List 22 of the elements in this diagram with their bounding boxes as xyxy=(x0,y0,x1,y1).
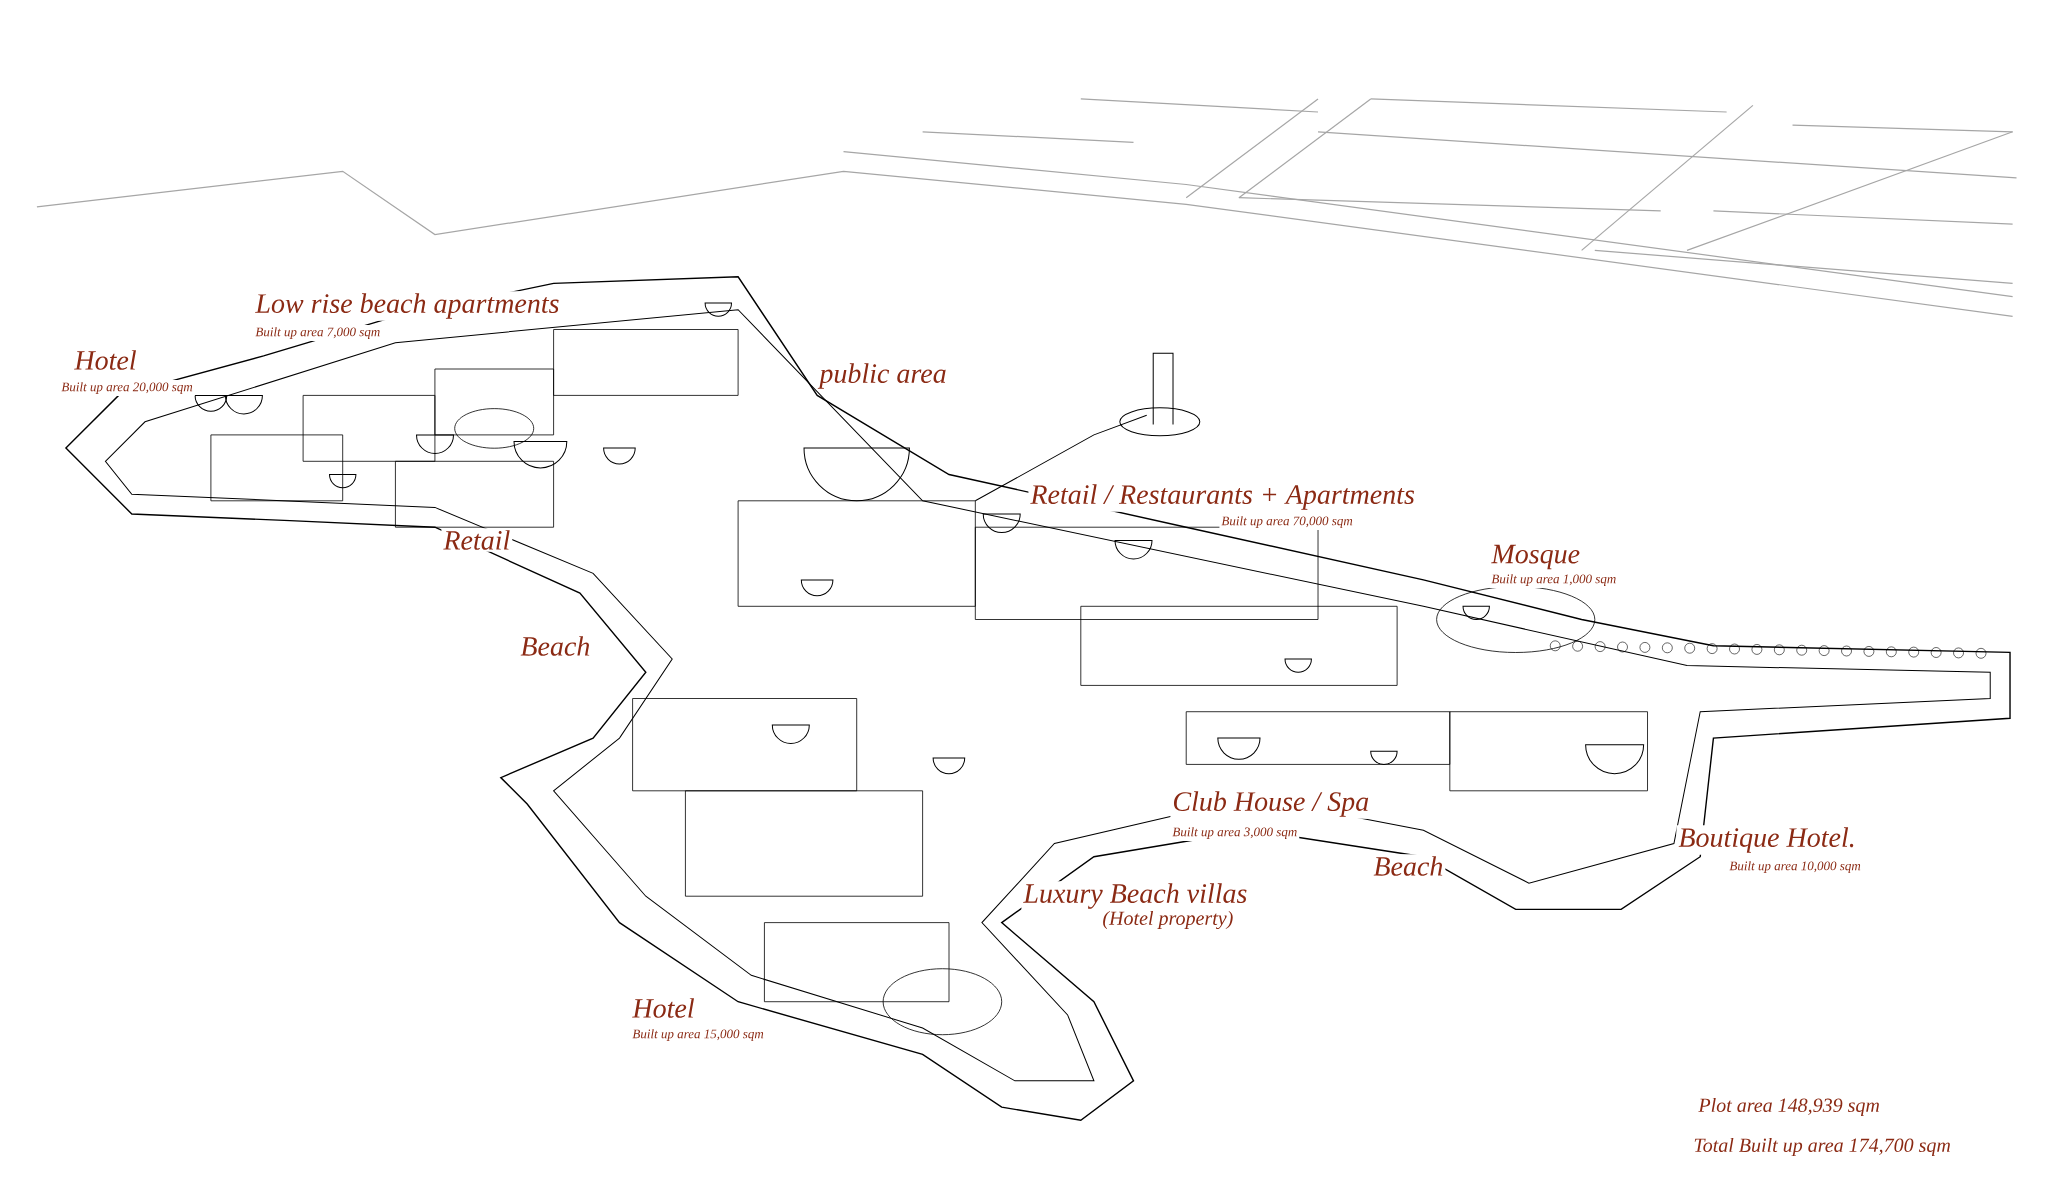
note-text: (Hotel property) xyxy=(1100,908,1236,932)
area-label: Hotel xyxy=(72,348,139,372)
area-size-text: Built up area 10,000 sqm xyxy=(1727,859,1863,875)
area-label: public area xyxy=(817,361,949,391)
area-size-text: Built up area 3,000 sqm xyxy=(1170,825,1300,841)
area-label: Low rise beach apartments xyxy=(253,291,562,321)
area-label: Beach xyxy=(518,634,593,658)
area-size-text: Built up area 1,000 sqm xyxy=(1489,572,1619,588)
area-size-text: Built up area 7,000 sqm xyxy=(253,325,383,341)
area-size-text: Built up area 20,000 sqm xyxy=(59,380,195,396)
area-label: Luxury Beach villas xyxy=(1021,881,1250,911)
area-label: Retail xyxy=(441,528,513,552)
area-label: Retail / Restaurants + Apartments xyxy=(1028,482,1417,512)
area-label: Mosque xyxy=(1489,542,1583,572)
area-label: Hotel xyxy=(630,996,697,1020)
area-label: Club House / Spa xyxy=(1170,789,1372,819)
area-label: Boutique Hotel. xyxy=(1676,825,1858,855)
area-size-text: Built up area 15,000 sqm xyxy=(630,1027,766,1043)
note-text: Plot area 148,939 sqm xyxy=(1696,1095,1882,1119)
area-label: Beach xyxy=(1371,854,1446,878)
area-size-text: Built up area 70,000 sqm xyxy=(1219,514,1355,530)
note-text: Total Built up area 174,700 sqm xyxy=(1691,1135,1953,1159)
